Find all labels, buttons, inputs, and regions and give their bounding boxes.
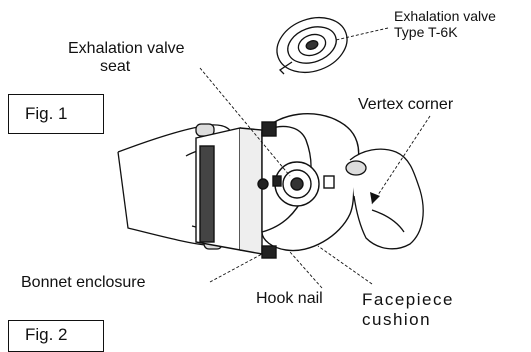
right-hand <box>346 149 423 249</box>
label-vertex-corner: Vertex corner <box>358 96 453 114</box>
label-facepiece-line2: cushion <box>362 310 454 330</box>
label-exhalation-valve-line1: Exhalation valve <box>394 8 496 24</box>
figure-canvas: Fig. 1 Fig. 2 Exhalation valve Type T-6K… <box>0 0 531 338</box>
fig-1-box: Fig. 1 <box>8 94 104 134</box>
label-bonnet-enclosure: Bonnet enclosure <box>21 274 146 292</box>
label-exhalation-valve: Exhalation valve Type T-6K <box>394 8 496 40</box>
fig-1-label: Fig. 1 <box>25 104 68 124</box>
label-exhalation-valve-line2: Type T-6K <box>394 24 496 40</box>
label-valve-seat-line1: Exhalation valve <box>68 40 185 58</box>
facepiece-body <box>258 114 359 258</box>
exhalation-valve-disc <box>269 8 354 81</box>
fig-2-label: Fig. 2 <box>25 325 68 345</box>
label-valve-seat: Exhalation valve seat <box>68 40 185 77</box>
fig-2-box-partial: Fig. 2 <box>8 320 104 352</box>
label-hook-nail: Hook nail <box>256 290 323 308</box>
label-facepiece-cushion: Facepiece cushion <box>362 290 454 329</box>
bonnet-enclosure-shape <box>196 128 262 254</box>
label-facepiece-line1: Facepiece <box>362 290 454 310</box>
label-valve-seat-line2: seat <box>68 58 185 76</box>
